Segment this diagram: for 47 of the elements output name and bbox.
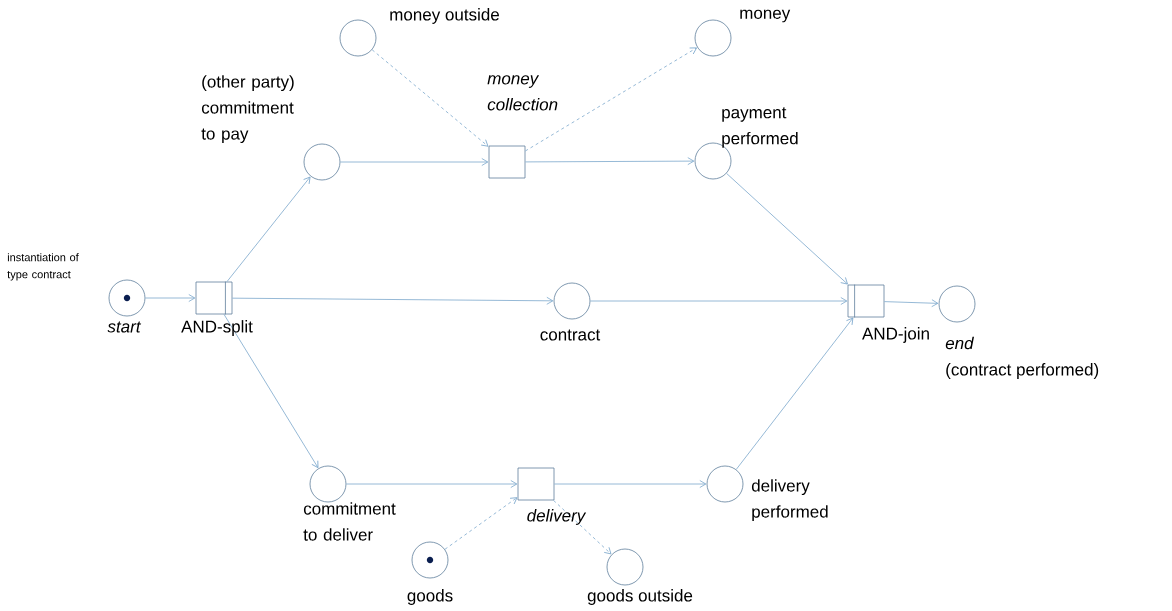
place-circle xyxy=(694,19,732,57)
place-circle xyxy=(339,19,377,57)
place-label: goods outside xyxy=(587,589,693,605)
place-label: (contract performed) xyxy=(946,363,1099,379)
place-circle xyxy=(606,548,644,586)
transition-box xyxy=(488,145,526,179)
place-circle xyxy=(303,143,341,181)
place-label: payment performed xyxy=(722,107,798,148)
place-label: instantiation of type contract xyxy=(7,253,79,281)
arrow xyxy=(340,158,489,166)
dashed-arrow xyxy=(444,497,518,550)
place-label: delivery performed xyxy=(751,479,828,522)
token-place-circle xyxy=(411,541,449,579)
arrow xyxy=(232,296,554,305)
place-label: start xyxy=(107,321,142,333)
place-circle xyxy=(553,282,591,320)
arrow xyxy=(226,176,311,282)
place-circle xyxy=(938,285,976,323)
place-label: AND-join xyxy=(862,327,929,343)
transition-box xyxy=(847,284,885,318)
place-label: contract xyxy=(540,329,601,341)
arrow xyxy=(735,317,854,470)
place-label: (other party) commitment to pay xyxy=(201,75,294,144)
arrow xyxy=(145,294,196,302)
arrow xyxy=(346,480,518,488)
place-label: money outside xyxy=(390,8,499,24)
arrow xyxy=(726,173,848,285)
place-label: delivery xyxy=(527,509,587,525)
place-label: goods xyxy=(407,589,453,605)
arrow xyxy=(223,314,319,469)
place-label: commitment to deliver xyxy=(303,502,396,541)
dashed-arrow xyxy=(371,49,489,147)
place-circle xyxy=(706,465,744,503)
place-circle xyxy=(309,465,347,503)
arrow xyxy=(590,297,848,305)
dashed-arrow xyxy=(525,47,697,152)
place-label: AND-split xyxy=(181,320,253,336)
place-label: money xyxy=(740,9,791,23)
transition-box xyxy=(517,467,555,501)
token-place-circle xyxy=(108,279,146,317)
arrow xyxy=(525,157,695,166)
arrow xyxy=(884,299,939,308)
place-label: end xyxy=(945,336,974,350)
transition-box xyxy=(195,281,233,315)
dashed-arrow xyxy=(553,500,612,555)
place-label: money collection xyxy=(487,75,558,111)
arrow xyxy=(554,480,707,488)
